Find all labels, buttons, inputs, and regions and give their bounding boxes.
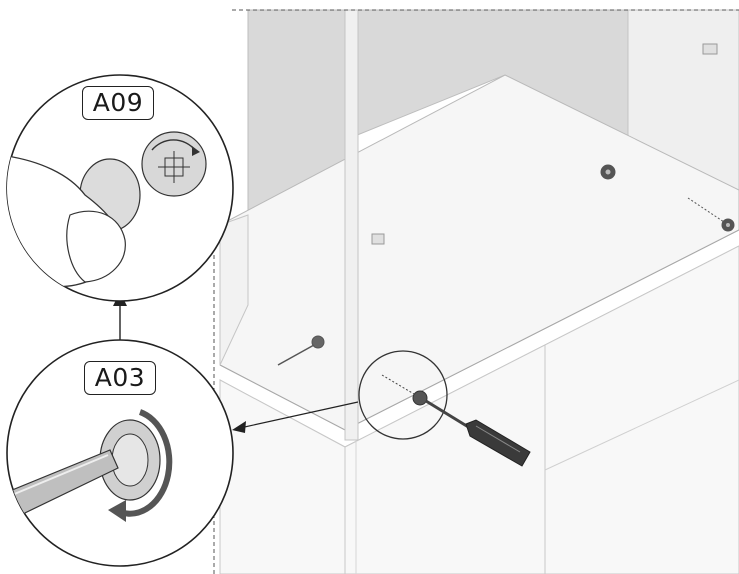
lower-body [219, 245, 739, 574]
detail-circle-cap [6, 74, 234, 302]
cam-lock-detail [412, 390, 428, 406]
lower-edge-right [544, 379, 739, 471]
screwdriver-icon [425, 399, 531, 467]
fasteners [277, 43, 735, 366]
cam-lock-head-icon [141, 131, 207, 197]
vertical-divider [344, 9, 359, 441]
leader-arrow [232, 401, 359, 433]
cabinet-structure [213, 9, 739, 574]
cam-lock-top-right [600, 164, 616, 180]
callout-label-a09: A09 [82, 86, 154, 120]
callout-label-a03: A03 [84, 361, 156, 395]
detail-circle-tighten [6, 339, 234, 567]
cam-lock-side-icon [99, 419, 161, 501]
cam-lock-right-edge [687, 197, 735, 232]
dowel-top [371, 43, 718, 245]
left-face [219, 214, 249, 366]
detail-spot-ring [358, 350, 448, 440]
rotate-arrow-icon [108, 409, 173, 522]
screwdriver-shaft-icon [7, 449, 119, 526]
cam-bolt-left [277, 335, 325, 366]
detail-spot [358, 350, 531, 467]
